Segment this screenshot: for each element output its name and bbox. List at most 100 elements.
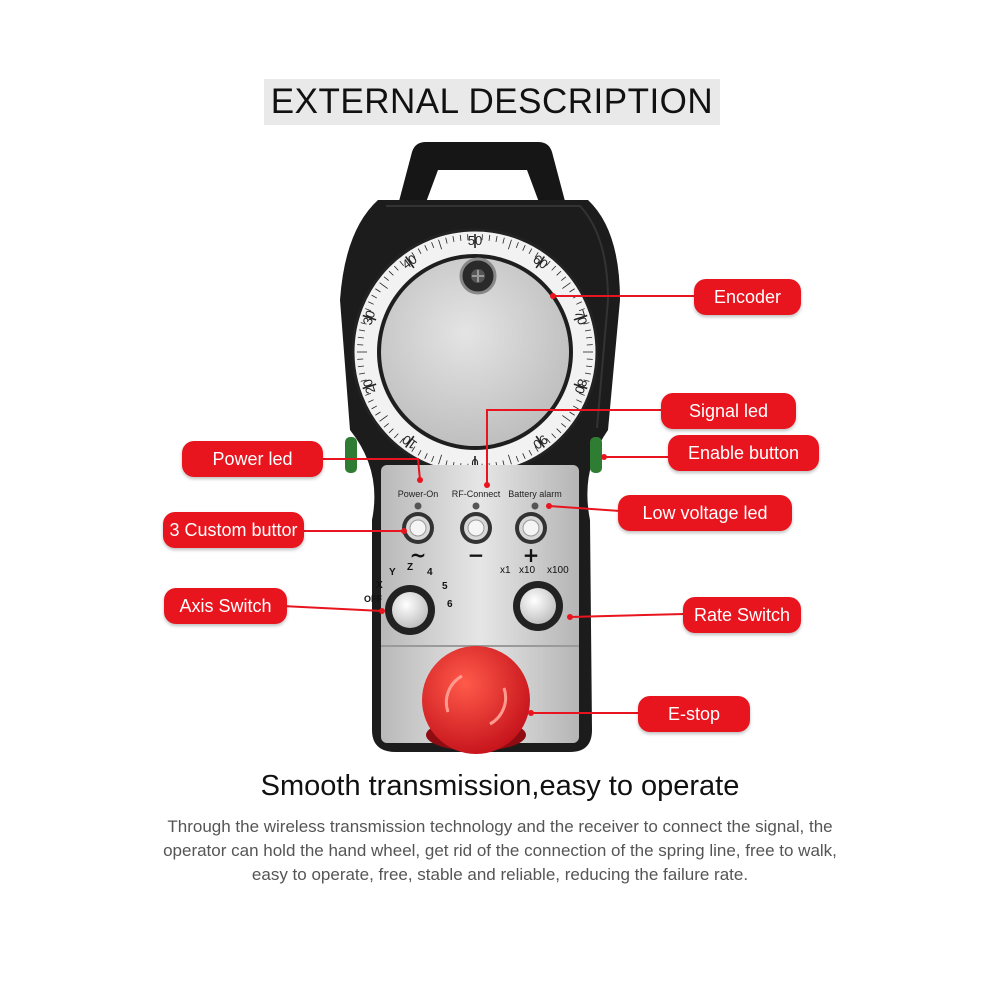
dial-tick [404, 256, 415, 269]
dial-tick [445, 237, 448, 244]
dial-tick [379, 282, 388, 289]
dial-tick [393, 265, 399, 271]
dial-tick [561, 423, 567, 428]
dial-tick [546, 438, 551, 444]
dial-number: 90 [530, 432, 551, 453]
dial-tick [515, 242, 519, 249]
low-voltage-led [531, 502, 539, 510]
dial-tick [488, 234, 491, 241]
dial-tick [359, 372, 366, 375]
dial-tick [362, 314, 377, 321]
dial-tick [522, 453, 526, 459]
callout-low-voltage-led: Low voltage led [618, 495, 792, 531]
signal-led [472, 502, 480, 510]
dial-tick [360, 322, 367, 325]
rate-label-x10: x10 [519, 565, 536, 576]
axis-switch-knob[interactable] [385, 585, 435, 635]
dial-tick [357, 365, 364, 368]
dial-number: 20 [360, 377, 379, 395]
axis-label-x: X [376, 580, 383, 591]
dial-tick [507, 454, 512, 465]
dial-tick [404, 435, 415, 448]
leader-dots [379, 293, 607, 716]
dial-tick [569, 288, 575, 293]
custom-button-2[interactable] [460, 512, 492, 544]
axis-label-y: Y [389, 567, 396, 578]
dial-tick [424, 453, 428, 459]
callout-enable-button: Enable button [668, 435, 819, 471]
dial-tick [365, 392, 372, 396]
dial-tick [534, 252, 539, 258]
axis-label-4: 4 [427, 567, 433, 578]
estop-button[interactable] [422, 646, 530, 754]
dial-number: 10 [399, 432, 420, 453]
dial-tick [411, 252, 416, 258]
dial-tick [368, 399, 374, 403]
dial-ticks [357, 234, 593, 470]
dial-tick [576, 399, 582, 403]
axis-label-off: OFF [364, 594, 382, 604]
button-symbol-1: ~ [410, 543, 427, 567]
dial-tick [551, 433, 557, 439]
dial-tick [584, 329, 591, 332]
rate-label-x100: x100 [547, 565, 569, 576]
dial-tick [438, 239, 443, 250]
dial-tick [411, 446, 416, 452]
custom-button-1[interactable] [402, 512, 434, 544]
dial-tick [515, 455, 519, 462]
dial-tick [507, 239, 512, 250]
encoder-wheel[interactable] [381, 258, 569, 446]
dial-number: 0 [471, 456, 478, 471]
rate-label-x1: x1 [500, 565, 511, 576]
dial-number: 40 [399, 251, 420, 272]
dial-tick [362, 383, 377, 390]
dial-tick [383, 276, 389, 281]
dial-tick [365, 308, 372, 312]
dial-number: 60 [530, 251, 551, 272]
dial-tick [528, 449, 533, 456]
dial-tick [583, 379, 590, 382]
button-symbol-3: + [523, 543, 540, 567]
dial-tick [417, 248, 422, 255]
rate-switch-knob[interactable] [513, 581, 563, 631]
dial-tick [375, 411, 381, 416]
dial-tick [573, 314, 588, 321]
custom-button-3[interactable] [515, 512, 547, 544]
dial-tick [371, 405, 378, 410]
dial-tick [562, 282, 571, 289]
dial-tick [399, 260, 404, 266]
dial-tick [417, 449, 422, 456]
dial-tick [388, 270, 394, 276]
dial-tick [578, 392, 585, 396]
callout-power-led: Power led [182, 441, 323, 477]
page-title-banner: EXTERNAL DESCRIPTION [264, 79, 720, 125]
dial-tick [459, 234, 462, 241]
dial-tick [393, 433, 399, 439]
dial-tick [360, 379, 367, 382]
callout-custom-buttons: 3 Custom buttor [163, 512, 304, 548]
dial-tick [561, 276, 567, 281]
dial-tick [379, 415, 388, 422]
dial-tick [556, 428, 562, 434]
led-label-rf: RF-Connect [452, 489, 501, 499]
dial-tick [375, 288, 381, 293]
dial-tick [528, 248, 533, 255]
dial-tick [495, 236, 498, 243]
dial-tick [546, 260, 551, 266]
led-label-battery: Battery alarm [508, 489, 562, 499]
leader-lines [281, 295, 696, 714]
enable-button-right[interactable] [590, 437, 602, 473]
dial-tick [368, 301, 374, 305]
enable-button-left[interactable] [345, 437, 357, 473]
dial-tick [578, 308, 585, 312]
carry-handle [398, 142, 566, 205]
dial-tick [452, 236, 455, 243]
dial-tick [357, 336, 364, 339]
dial-tick [399, 438, 404, 444]
dial-tick [535, 435, 546, 448]
axis-label-z: Z [407, 562, 413, 573]
callout-estop: E-stop [638, 696, 750, 732]
dial-tick [431, 455, 435, 462]
callout-axis-switch: Axis Switch [164, 588, 287, 624]
